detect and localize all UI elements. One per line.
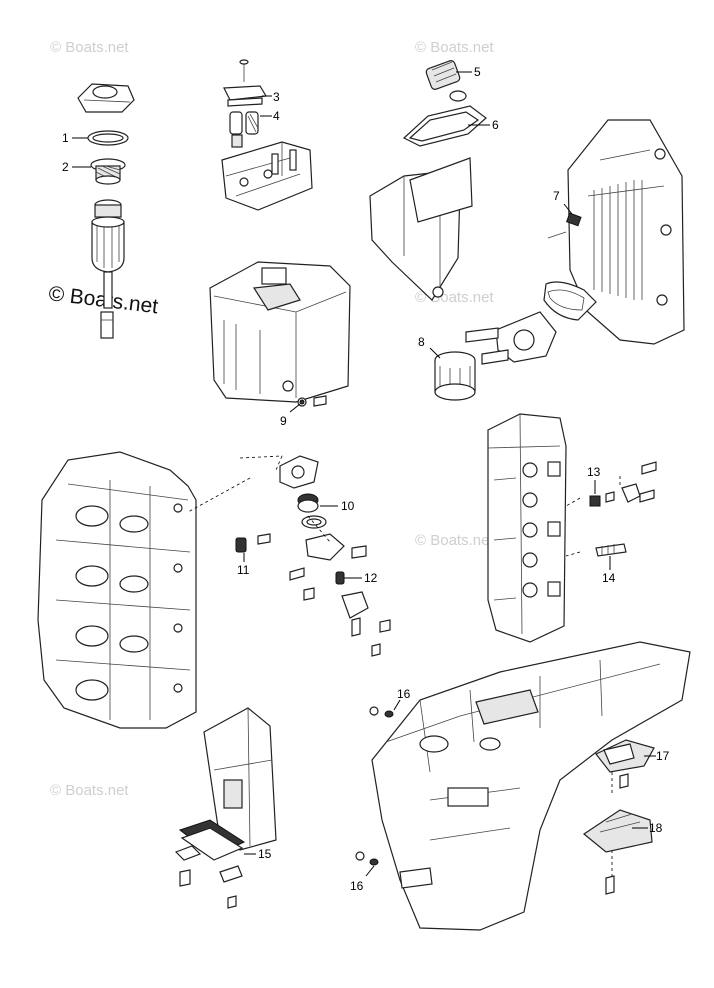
svg-text:17: 17 xyxy=(656,749,670,763)
sensor-14 xyxy=(595,543,627,557)
assembly-12 xyxy=(289,533,391,657)
svg-text:9: 9 xyxy=(280,414,287,428)
svg-text:15: 15 xyxy=(258,847,272,861)
screw-16-top xyxy=(369,706,394,718)
vapor-separator-tank xyxy=(209,261,351,403)
watermark-top-right: © Boats.net xyxy=(415,39,494,56)
part-11 xyxy=(235,533,271,553)
callout-11: 11 xyxy=(237,553,250,577)
svg-text:3: 3 xyxy=(273,90,280,104)
svg-text:7: 7 xyxy=(553,189,560,203)
svg-text:2: 2 xyxy=(62,160,69,174)
svg-text:5: 5 xyxy=(474,65,481,79)
lower-casing xyxy=(371,641,691,931)
callout-5: 5 xyxy=(456,65,481,79)
callout-14: 14 xyxy=(602,556,616,585)
watermark-top-left: © Boats.net xyxy=(50,39,129,56)
cylinder-head-cover xyxy=(543,119,685,345)
cooling-fins xyxy=(593,180,643,300)
cylinder-head xyxy=(487,413,567,643)
callout-6: 6 xyxy=(468,118,499,132)
callout-4: 4 xyxy=(260,109,280,123)
callout-3: 3 xyxy=(262,90,280,104)
callout-10: 10 xyxy=(320,499,355,513)
cover-and-thermostat xyxy=(369,60,487,301)
callout-13: 13 xyxy=(587,465,601,494)
drain-plug-9 xyxy=(297,395,327,407)
callout-16-top: 16 xyxy=(393,687,411,711)
callout-2: 2 xyxy=(62,160,91,174)
callout-17: 17 xyxy=(644,749,670,763)
callout-8: 8 xyxy=(418,335,441,359)
callout-16-bottom: 16 xyxy=(350,865,375,893)
svg-text:1: 1 xyxy=(62,131,69,145)
svg-text:16: 16 xyxy=(350,879,364,893)
svg-text:10: 10 xyxy=(341,499,355,513)
callout-15: 15 xyxy=(244,847,272,861)
watermark-bottom-left: © Boats.net xyxy=(50,782,129,799)
anode-17 xyxy=(595,739,655,789)
dashed-guides xyxy=(187,455,621,876)
svg-text:16: 16 xyxy=(397,687,411,701)
crankcase xyxy=(37,451,197,729)
callout-1: 1 xyxy=(62,131,88,145)
callout-12: 12 xyxy=(344,571,378,585)
watermark-right: © Boats.net xyxy=(415,532,494,549)
screw-16-bottom xyxy=(355,851,379,866)
svg-text:4: 4 xyxy=(273,109,280,123)
svg-text:13: 13 xyxy=(587,465,601,479)
svg-text:12: 12 xyxy=(364,571,378,585)
anode-18 xyxy=(582,809,653,895)
svg-text:8: 8 xyxy=(418,335,425,349)
svg-text:18: 18 xyxy=(649,821,663,835)
oil-filter-area xyxy=(434,311,557,401)
svg-text:6: 6 xyxy=(492,118,499,132)
thermostat-10 xyxy=(279,455,327,529)
anode-15 xyxy=(174,819,246,909)
callout-18: 18 xyxy=(632,821,663,835)
transom-bracket xyxy=(203,707,277,851)
fuel-pump-assembly xyxy=(221,59,313,211)
callout-7: 7 xyxy=(553,189,573,215)
callout-9: 9 xyxy=(280,403,301,428)
fuel-filter-assembly xyxy=(77,83,135,339)
crank-journals xyxy=(75,505,149,701)
svg-text:14: 14 xyxy=(602,571,616,585)
svg-text:11: 11 xyxy=(237,563,250,577)
sensor-13 xyxy=(589,461,657,507)
